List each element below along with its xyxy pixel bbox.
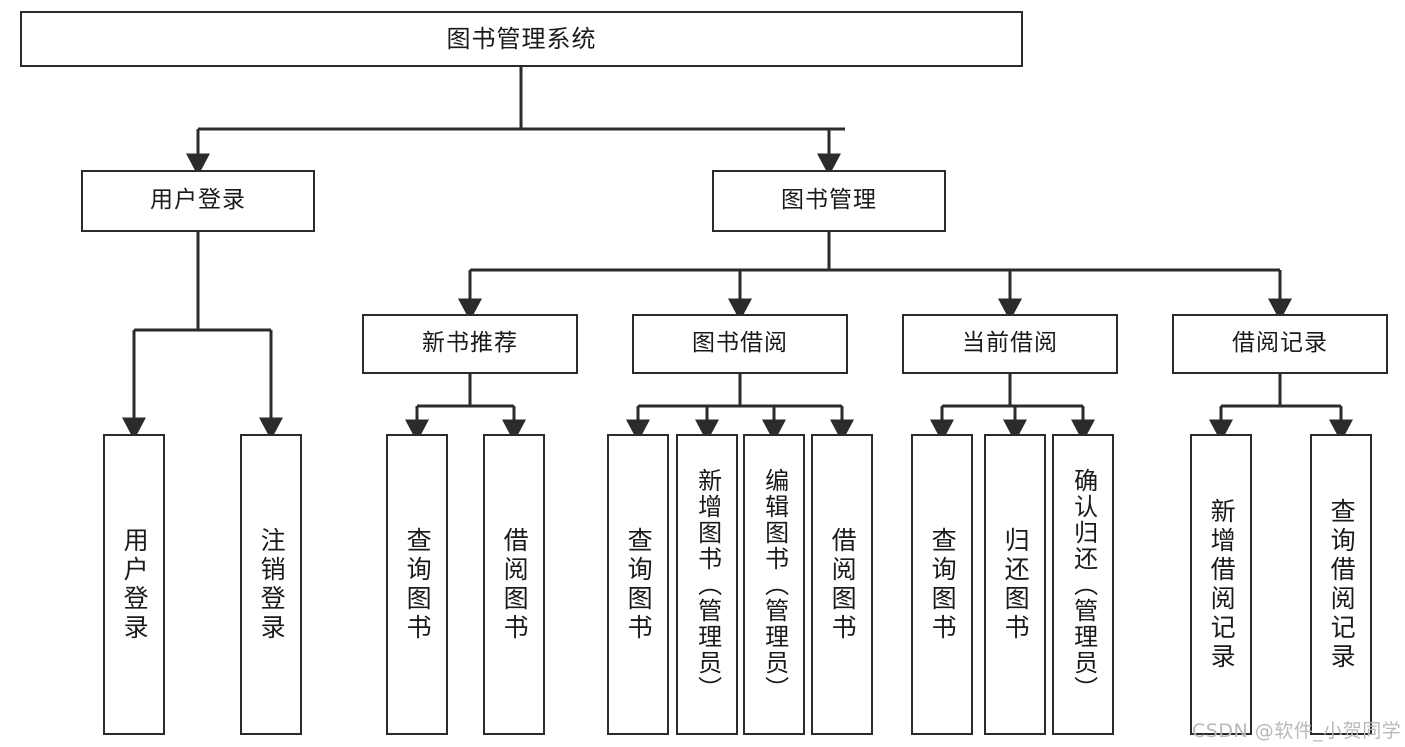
node-new-book-rec[interactable]: 新书推荐	[362, 314, 578, 374]
leaf-add-record-label: 新增借阅记录	[1207, 497, 1237, 672]
node-borrow-record-label: 借阅记录	[1232, 330, 1328, 357]
node-root-label: 图书管理系统	[446, 24, 597, 53]
node-book-borrow[interactable]: 图书借阅	[632, 314, 848, 374]
leaf-edit-book-label: 编辑图书（管理员）	[760, 467, 789, 702]
leaf-query-record-label: 查询借阅记录	[1327, 497, 1357, 672]
leaf-query-record[interactable]: 查询借阅记录	[1310, 434, 1372, 735]
node-new-book-rec-label: 新书推荐	[422, 330, 518, 357]
leaf-query-book-3[interactable]: 查询图书	[911, 434, 973, 735]
leaf-query-book-1-label: 查询图书	[403, 526, 433, 643]
leaf-confirm-return[interactable]: 确认归还（管理员）	[1052, 434, 1114, 735]
leaf-query-book-1[interactable]: 查询图书	[386, 434, 448, 735]
node-book-manage-label: 图书管理	[781, 187, 877, 214]
node-book-borrow-label: 图书借阅	[692, 330, 788, 357]
watermark: CSDN @软件_小贺同学	[1192, 720, 1402, 742]
leaf-return-book[interactable]: 归还图书	[984, 434, 1046, 735]
leaf-user-logout[interactable]: 注销登录	[240, 434, 302, 735]
leaf-borrow-book-2[interactable]: 借阅图书	[811, 434, 873, 735]
node-current-borrow[interactable]: 当前借阅	[902, 314, 1118, 374]
leaf-query-book-3-label: 查询图书	[928, 526, 958, 643]
leaf-add-record[interactable]: 新增借阅记录	[1190, 434, 1252, 735]
leaf-query-book-2[interactable]: 查询图书	[607, 434, 669, 735]
node-borrow-record[interactable]: 借阅记录	[1172, 314, 1388, 374]
leaf-user-login[interactable]: 用户登录	[103, 434, 165, 735]
leaf-edit-book[interactable]: 编辑图书（管理员）	[743, 434, 805, 735]
leaf-return-book-label: 归还图书	[1001, 526, 1031, 643]
leaf-borrow-book-1-label: 借阅图书	[500, 526, 530, 643]
leaf-add-book[interactable]: 新增图书（管理员）	[676, 434, 738, 735]
leaf-borrow-book-1[interactable]: 借阅图书	[483, 434, 545, 735]
leaf-add-book-label: 新增图书（管理员）	[693, 467, 722, 702]
node-book-manage[interactable]: 图书管理	[712, 170, 946, 232]
node-root[interactable]: 图书管理系统	[20, 11, 1023, 67]
leaf-confirm-return-label: 确认归还（管理员）	[1069, 467, 1098, 702]
node-current-borrow-label: 当前借阅	[962, 330, 1058, 357]
leaf-user-login-label: 用户登录	[120, 526, 150, 643]
node-user-login-label: 用户登录	[150, 187, 246, 214]
node-user-login[interactable]: 用户登录	[81, 170, 315, 232]
leaf-query-book-2-label: 查询图书	[624, 526, 654, 643]
leaf-user-logout-label: 注销登录	[257, 526, 287, 643]
leaf-borrow-book-2-label: 借阅图书	[828, 526, 858, 643]
